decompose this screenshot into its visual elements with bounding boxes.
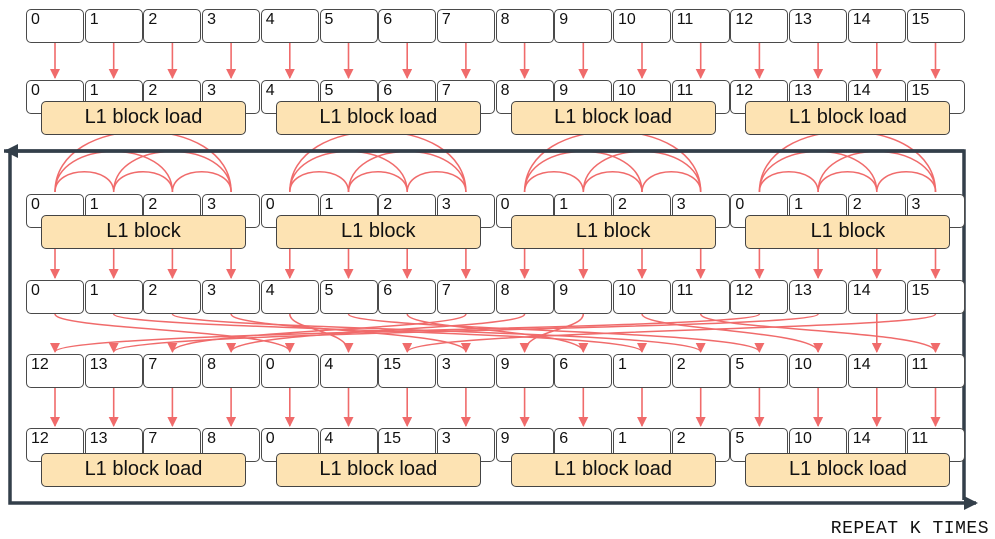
shuffle-arrow — [50, 313, 761, 353]
cell-permuted: 15 — [378, 354, 437, 388]
cell-local-out: 2 — [143, 280, 202, 314]
cell-local-out: 0 — [26, 280, 84, 314]
l1-block-load-bottom: L1 block load — [41, 453, 246, 487]
cell-permuted: 7 — [143, 354, 202, 388]
cell-permuted: 11 — [906, 354, 965, 388]
cell-permuted: 14 — [847, 354, 906, 388]
l1-block-load-top: L1 block load — [745, 101, 951, 135]
cell-permuted: 10 — [789, 354, 848, 388]
cell-permuted: 8 — [202, 354, 261, 388]
cell-local-out: 8 — [495, 280, 554, 314]
cell-input: 2 — [143, 9, 202, 43]
cell-local-out: 15 — [906, 280, 965, 314]
l1-block-load-top: L1 block load — [275, 101, 481, 135]
cell-local-out: 10 — [613, 280, 671, 314]
shuffle-arrow — [402, 313, 937, 353]
exchange-arc — [758, 130, 937, 193]
cell-permuted: 2 — [671, 354, 730, 388]
cell-input: 14 — [847, 9, 906, 43]
shuffle-arrow — [699, 313, 941, 353]
cell-permuted: 3 — [436, 354, 495, 388]
cell-local-out: 11 — [671, 280, 730, 314]
cell-input: 10 — [613, 9, 671, 43]
cell-input: 4 — [260, 9, 319, 43]
cell-input: 8 — [495, 9, 554, 43]
shuffle-arrow — [108, 313, 819, 353]
exchange-arc — [641, 171, 702, 193]
repeat-frame-bottom-arrow — [8, 151, 978, 510]
cell-input: 6 — [378, 9, 437, 43]
cell-input: 15 — [906, 9, 965, 43]
shuffle-arrow — [54, 313, 295, 353]
exchange-arc — [876, 171, 937, 193]
cell-permuted: 1 — [613, 354, 671, 388]
cell-local-out: 5 — [319, 280, 378, 314]
exchange-arc — [112, 171, 174, 193]
cell-permuted: 0 — [260, 354, 319, 388]
exchange-arc — [523, 171, 585, 193]
exchange-arc — [289, 130, 467, 193]
cell-local-out: 6 — [378, 280, 437, 314]
cell-local-out: 13 — [789, 280, 848, 314]
shuffle-arrow — [289, 313, 354, 353]
cell-local-out: 1 — [84, 280, 143, 314]
shuffle-arrow — [519, 313, 585, 353]
cell-permuted: 13 — [84, 354, 143, 388]
cell-input: 9 — [554, 9, 613, 43]
exchange-arc — [289, 171, 350, 193]
exchange-arc — [171, 171, 232, 193]
repeat-label: REPEAT K TIMES — [830, 519, 989, 539]
exchange-arc — [54, 171, 115, 193]
cell-input: 13 — [789, 9, 848, 43]
cell-permuted: 4 — [319, 354, 378, 388]
l1-block-load-bottom: L1 block load — [745, 453, 951, 487]
exchange-arc — [758, 171, 819, 193]
cell-local-out: 14 — [847, 280, 906, 314]
cell-local-out: 9 — [554, 280, 613, 314]
cell-input: 11 — [671, 9, 730, 43]
l1-block-load-top: L1 block load — [510, 101, 716, 135]
cell-permuted: 12 — [26, 354, 84, 388]
shuffle-arrow — [171, 313, 706, 353]
exchange-arc — [523, 130, 702, 193]
shuffle-arrow — [641, 313, 824, 353]
cell-input: 12 — [730, 9, 789, 43]
l1-block: L1 block — [41, 215, 246, 249]
l1-block: L1 block — [275, 215, 481, 249]
l1-block-load-bottom: L1 block load — [510, 453, 716, 487]
shuffle-arrow — [406, 313, 589, 353]
shuffle-arrow — [230, 313, 471, 353]
cell-permuted: 5 — [730, 354, 789, 388]
exchange-arc — [347, 171, 408, 193]
exchange-arc — [406, 171, 467, 193]
cell-local-out: 3 — [202, 280, 261, 314]
exchange-arc — [817, 171, 878, 193]
cell-permuted: 6 — [554, 354, 613, 388]
l1-block: L1 block — [745, 215, 951, 249]
cell-local-out: 4 — [260, 280, 319, 314]
shuffle-arrow — [347, 313, 765, 353]
cell-input: 0 — [26, 9, 84, 43]
shuffle-arrow — [112, 313, 647, 353]
exchange-arc — [54, 130, 232, 193]
cell-local-out: 7 — [436, 280, 495, 314]
l1-block: L1 block — [510, 215, 716, 249]
cell-input: 7 — [436, 9, 495, 43]
exchange-arc — [582, 171, 643, 193]
cell-input: 5 — [319, 9, 378, 43]
cell-local-out: 12 — [730, 280, 789, 314]
cell-permuted: 9 — [495, 354, 554, 388]
cell-input: 3 — [202, 9, 261, 43]
l1-block-load-top: L1 block load — [41, 101, 246, 135]
cell-input: 1 — [84, 9, 143, 43]
l1-block-load-bottom: L1 block load — [275, 453, 481, 487]
